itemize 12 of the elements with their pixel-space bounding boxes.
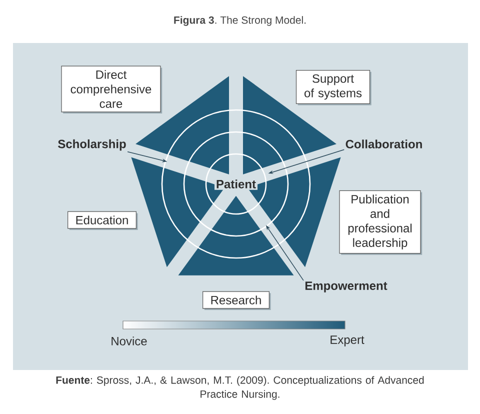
text-box: Education	[68, 211, 138, 230]
scale-label: Expert	[330, 336, 364, 346]
arrow-label: Empowerment	[305, 282, 388, 292]
figure-title: Figura 3. The Strong Model.	[174, 16, 306, 26]
text-box: Support of systems	[296, 70, 372, 106]
source-caption: Fuente: Spross, J.A., & Lawson, M.T. (2009). Conceptualizations of Advanced Practice Nursing.	[56, 376, 424, 400]
text-box: Publication and professional leadership	[339, 190, 422, 255]
text-box: Research	[202, 291, 271, 310]
scale-label: Novice	[112, 336, 147, 346]
text-box: Direct comprehensive care	[61, 66, 162, 114]
arrow-label: Collaboration	[346, 140, 422, 148]
arrow-label: Scholarship	[58, 139, 126, 151]
